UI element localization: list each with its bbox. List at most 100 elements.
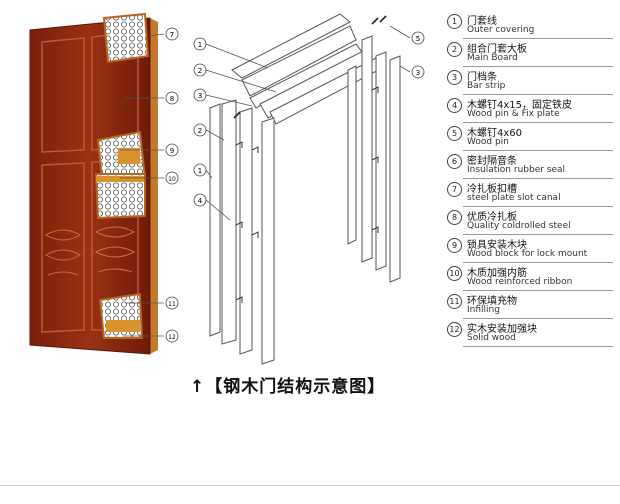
legend-number: 7: [447, 182, 462, 197]
legend-divider: [463, 262, 613, 263]
legend-item-3: 3 门档条 Bar strip: [443, 68, 613, 95]
legend-divider: [463, 290, 613, 291]
door-callout-lines: [120, 33, 165, 337]
legend-item-7: 7 冷扎板扣槽 steel plate slot canal: [443, 180, 613, 207]
top-main-board: [241, 25, 357, 97]
frame-callouts: 1 2 3 2 1 4 5 3: [193, 31, 425, 207]
legend-divider: [463, 178, 613, 179]
legend-label-en: Wood pin: [467, 137, 509, 147]
legend-item-2: 2 组合门套大板 Main Board: [443, 40, 613, 67]
legend-label-zh: 门档条: [467, 72, 497, 83]
callout-1-top: 1: [193, 37, 207, 51]
legend-item-12: 12 实木安装加强块 Solid wood: [443, 320, 613, 347]
callout-1-left: 1: [193, 163, 207, 177]
callout-4-left-text: 4: [198, 197, 203, 205]
callout-3-right-text: 3: [416, 69, 420, 77]
legend-label-en: steel plate slot canal: [467, 193, 561, 203]
legend-label-zh: 锁具安装木块: [467, 240, 527, 251]
legend-item-8: 8 优质冷扎板 Quality coldrolled steel: [443, 208, 613, 235]
left-outer-jamb: [261, 117, 275, 365]
frame-callout-lines: [205, 25, 411, 221]
right-main-board: [361, 35, 373, 263]
diagram-caption: ↑【钢木门结构示意图】: [190, 377, 386, 397]
callout-3-left-text: 3: [198, 92, 202, 100]
callout-7-text: 7: [170, 31, 174, 39]
door-callouts: 7 8 9 10 11 12: [165, 27, 179, 343]
legend-label-en: Wood block for lock mount: [467, 249, 588, 259]
legend-number: 3: [447, 70, 462, 85]
callout-8-text: 8: [170, 95, 174, 103]
left-bar-strip: [239, 107, 253, 355]
legend-divider: [463, 38, 613, 39]
right-bar-strip: [375, 51, 387, 271]
legend-number: 5: [447, 126, 462, 141]
legend-label-zh: 冷扎板扣槽: [467, 184, 517, 195]
left-casing: [209, 103, 221, 337]
callout-3-right: 3: [411, 65, 425, 79]
callout-2-left-text: 2: [198, 127, 202, 135]
legend-label-zh: 环保填充物: [467, 296, 517, 307]
bottom-divider: [0, 485, 620, 486]
legend-label-en: Bar strip: [467, 81, 506, 91]
legend-label-en: Wood pin & Fix plate: [467, 109, 560, 119]
legend-number: 4: [447, 98, 462, 113]
door-carving: [45, 226, 136, 276]
legend-label-zh: 实木安装加强块: [467, 324, 537, 335]
legend-item-5: 5 木螺钉4x60 Wood pin: [443, 124, 613, 151]
door-side-edge: [150, 18, 158, 354]
legend-divider: [463, 122, 613, 123]
legend-divider: [463, 150, 613, 151]
legend-label-zh: 木质加强内筋: [467, 268, 527, 279]
callout-2-left: 2: [193, 123, 207, 137]
legend-label-en: Insulation rubber seal: [467, 165, 566, 175]
fix-plates: [235, 86, 379, 303]
legend-label-en: Solid wood: [467, 333, 516, 343]
legend-number: 11: [447, 294, 462, 309]
legend-divider: [463, 318, 613, 319]
door-illustration: [29, 12, 158, 355]
callout-4-left: 4: [193, 193, 207, 207]
legend-label-zh: 木螺钉4x60: [467, 128, 523, 139]
legend-label-en: Wood reinforced ribbon: [467, 277, 573, 287]
frame-illustration: [209, 13, 401, 365]
legend-label-en: Infilling: [467, 305, 500, 315]
callout-5-right: 5: [411, 31, 425, 45]
callout-11-text: 11: [168, 301, 176, 308]
legend-item-6: 6 密封隔音条 Insulation rubber seal: [443, 152, 613, 179]
legend-number: 10: [447, 266, 462, 281]
legend-label-en: Outer covering: [467, 25, 535, 35]
legend-item-4: 4 木螺钉4x15，固定铁皮 Wood pin & Fix plate: [443, 96, 613, 123]
legend-label-zh: 组合门套大板: [467, 44, 527, 55]
right-casing: [347, 65, 357, 245]
door-raised-panel: [41, 162, 85, 333]
solid-wood-block: [106, 320, 140, 332]
legend-item-1: 1 门套线 Outer covering: [443, 12, 613, 39]
legend-item-10: 10 木质加强内筋 Wood reinforced ribbon: [443, 264, 613, 291]
legend-label-en: Main Board: [467, 53, 518, 63]
callout-12-text: 12: [168, 334, 176, 341]
legend-label-en: Quality coldrolled steel: [467, 221, 571, 231]
top-casing: [231, 13, 351, 79]
door-raised-panel: [41, 37, 85, 153]
left-main-board: [221, 99, 237, 345]
honeycomb-cutaway-rib: [94, 173, 146, 220]
callout-5-right-text: 5: [416, 35, 420, 43]
right-outer-jamb: [389, 55, 401, 283]
legend-item-11: 11 环保填充物 Infilling: [443, 292, 613, 319]
legend-divider: [463, 234, 613, 235]
honeycomb-cutaway-top: [102, 12, 150, 64]
callout-3-left: 3: [193, 88, 207, 102]
callout-11: 11: [165, 296, 179, 310]
callout-9-text: 9: [170, 147, 174, 155]
legend-divider: [463, 66, 613, 67]
legend-divider: [463, 346, 613, 347]
callout-2-top: 2: [193, 63, 207, 77]
legend-number: 12: [447, 322, 462, 337]
callout-7: 7: [165, 27, 179, 41]
callout-8: 8: [165, 91, 179, 105]
callout-12: 12: [165, 329, 179, 343]
callout-1-left-text: 1: [198, 167, 202, 175]
legend-number: 8: [447, 210, 462, 225]
